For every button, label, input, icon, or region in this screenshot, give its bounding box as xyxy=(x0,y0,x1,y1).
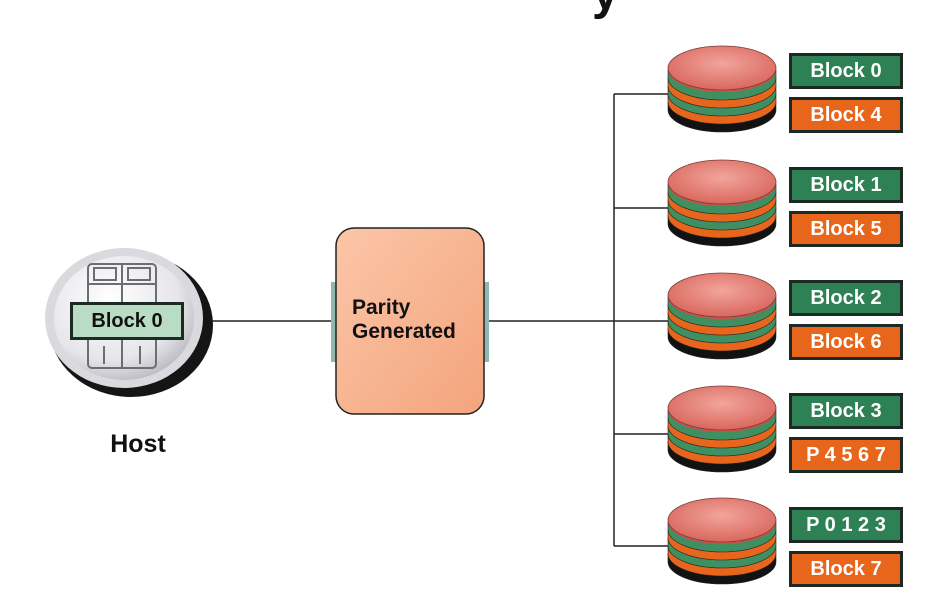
disk-stack-icon xyxy=(667,385,777,473)
disk-5-block-b: Block 7 xyxy=(789,551,903,587)
disk-stacks xyxy=(667,45,777,585)
host-label: Host xyxy=(110,430,166,458)
controller-label-line1: Parity xyxy=(352,296,411,319)
controller-label-line2: Generated xyxy=(352,320,456,343)
disk-2-block-a: Block 1 xyxy=(789,167,903,203)
disk-stack-icon xyxy=(667,45,777,133)
disk-1-block-a: Block 0 xyxy=(789,53,903,89)
disk-stack-icon xyxy=(667,497,777,585)
parity-controller xyxy=(331,227,489,415)
disk-4-block-a: Block 3 xyxy=(789,393,903,429)
controller-label: Parity Generated xyxy=(352,296,482,344)
disk-stack-icon xyxy=(667,272,777,360)
disk-5-block-a: P 0 1 2 3 xyxy=(789,507,903,543)
diagram-title-fragment: y xyxy=(592,0,619,21)
disk-4-block-b: P 4 5 6 7 xyxy=(789,437,903,473)
disk-3-block-b: Block 6 xyxy=(789,324,903,360)
disk-2-block-b: Block 5 xyxy=(789,211,903,247)
disk-stack-icon xyxy=(667,159,777,247)
connector-lines xyxy=(200,93,668,547)
host-block-label: Block 0 xyxy=(70,302,184,340)
disk-3-block-a: Block 2 xyxy=(789,280,903,316)
disk-1-block-b: Block 4 xyxy=(789,97,903,133)
